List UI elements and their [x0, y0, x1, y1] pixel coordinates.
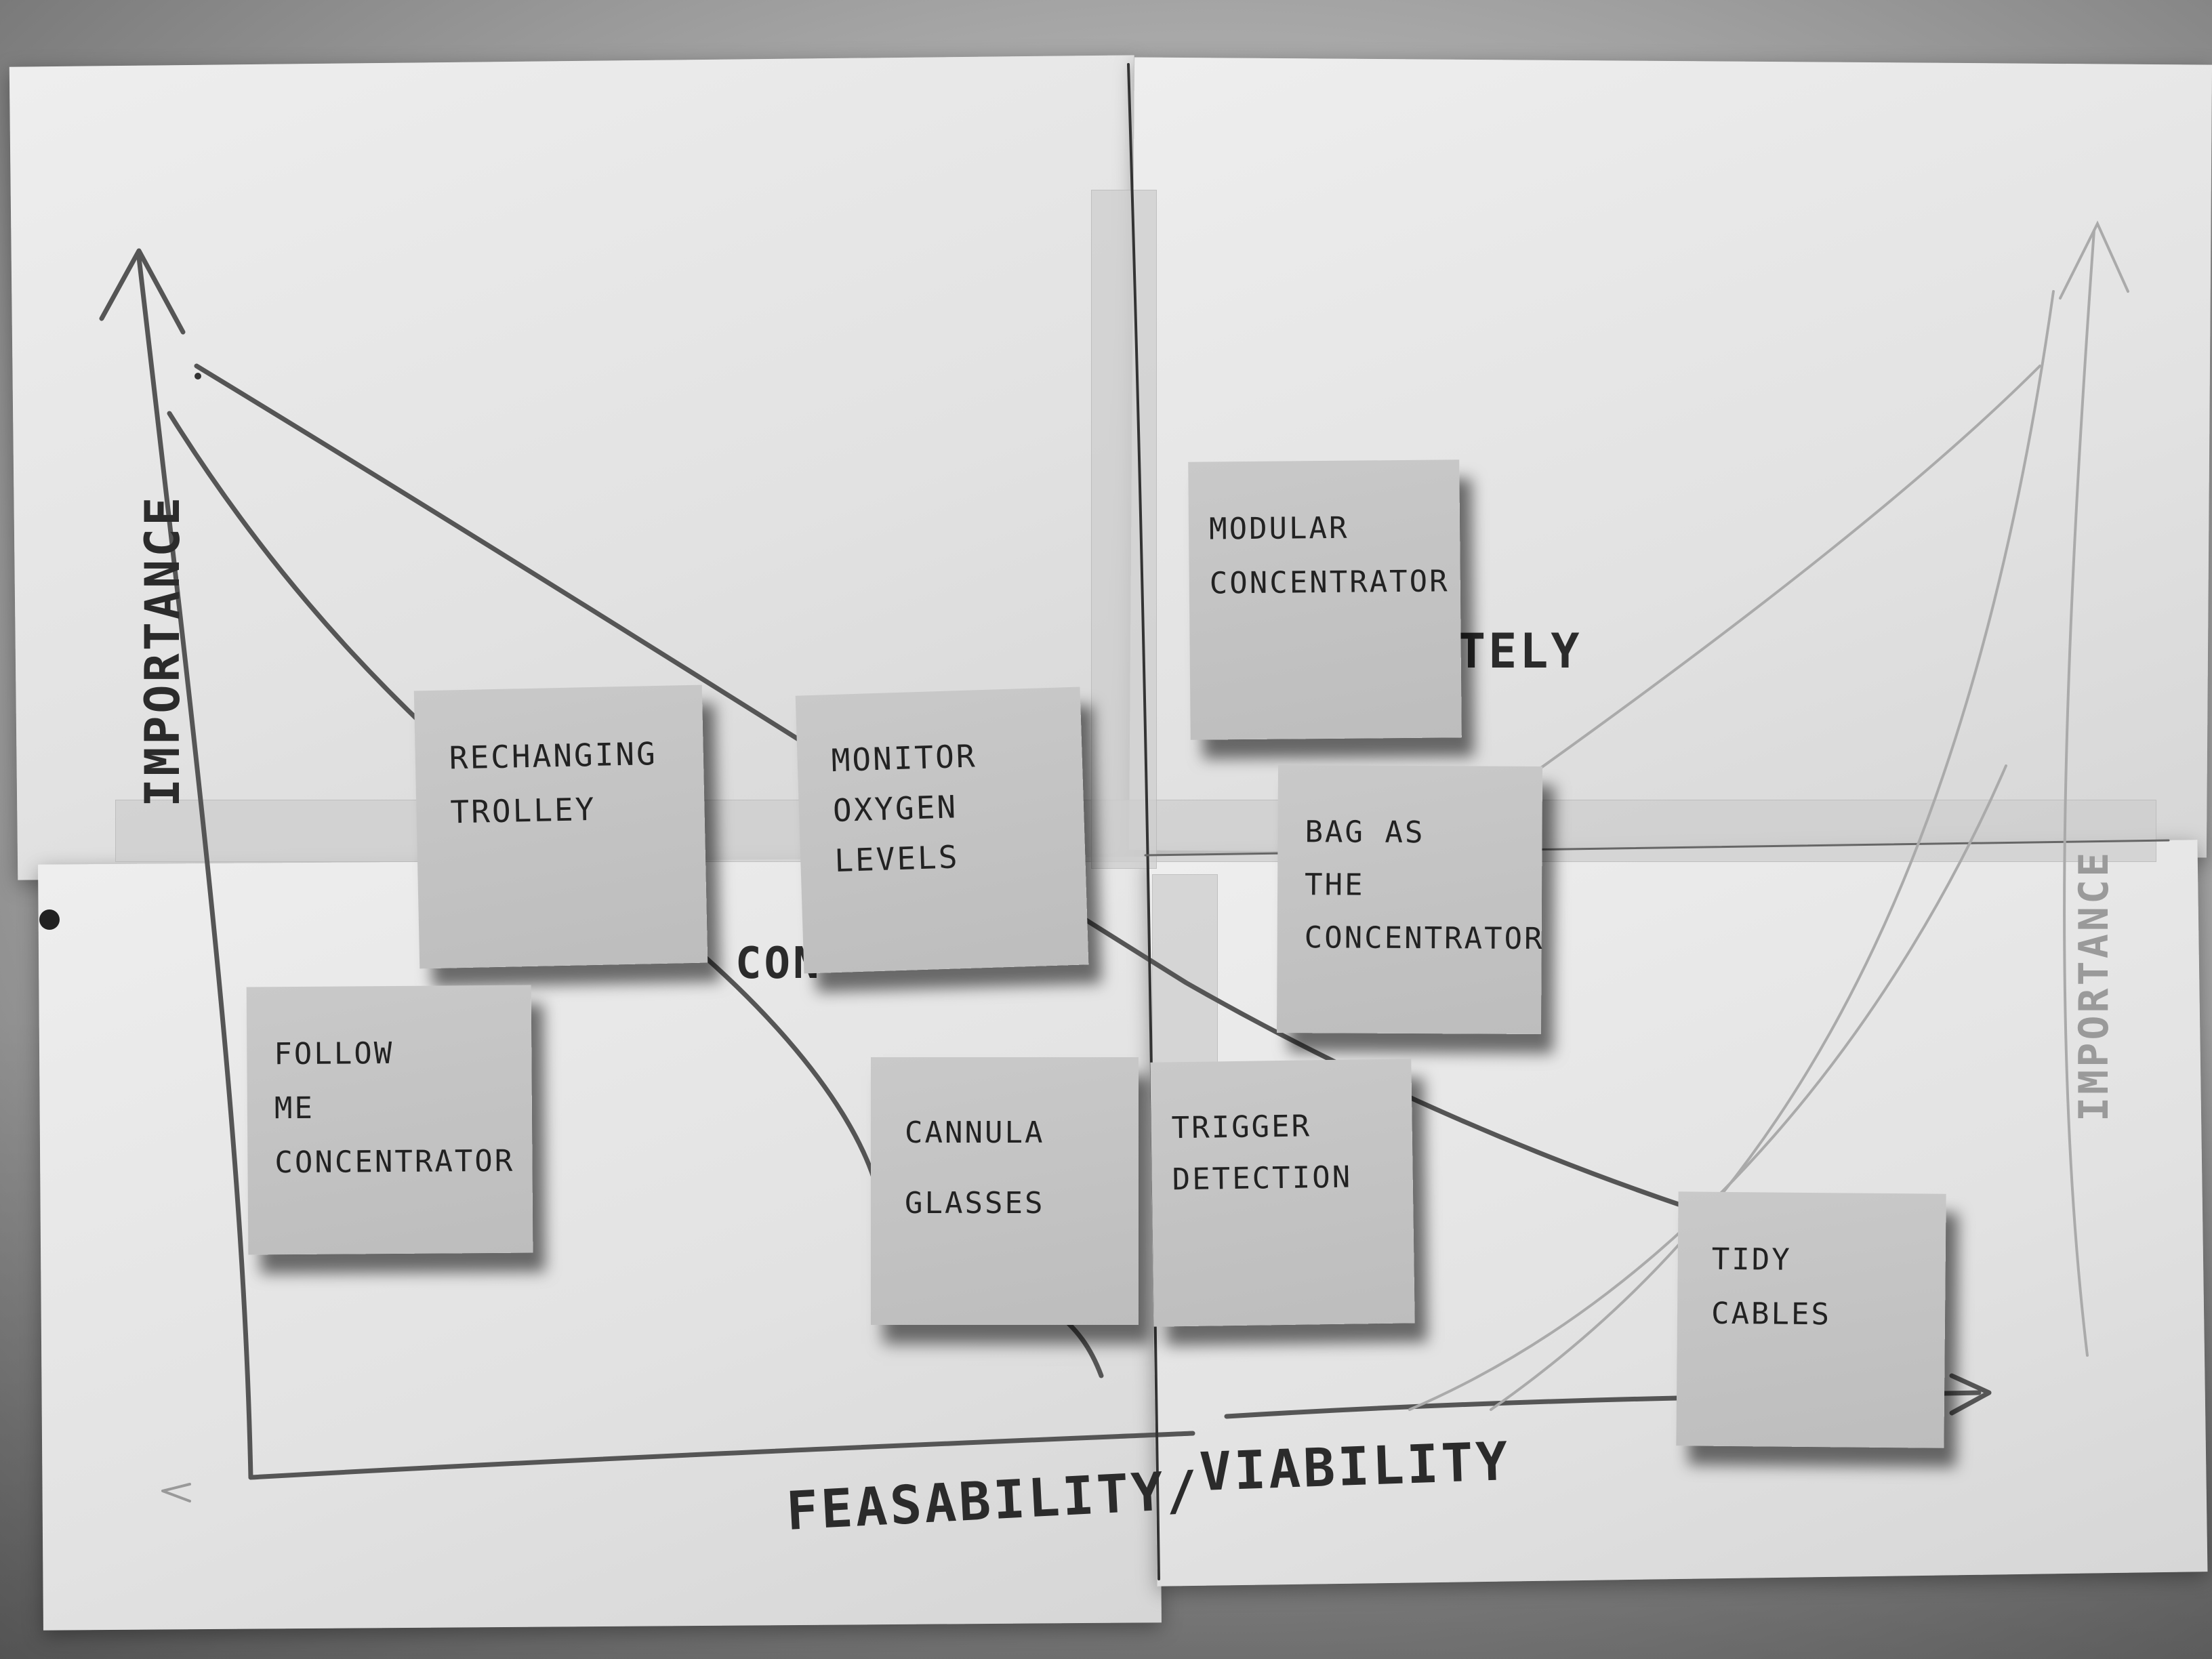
sticky-note-tidy-cables[interactable]: TIDY CABLES	[1676, 1191, 1946, 1448]
sticky-note-bag-as-the-concentrator[interactable]: BAG AS THE CONCENTRATOR	[1276, 764, 1544, 1035]
y-axis-label-right: IMPORTANCE	[2070, 849, 2118, 1122]
x-axis-label-right: VIABILITY	[1198, 1431, 1512, 1503]
sticky-note-text: FOLLOW ME CONCENTRATOR	[274, 1036, 515, 1181]
tape-vertical-upper	[1091, 190, 1157, 869]
sticky-note-text: TIDY CABLES	[1711, 1242, 1832, 1332]
upper-partial-label: TELY	[1457, 623, 1582, 679]
sticky-note-modular-concentrator[interactable]: MODULAR CONCENTRATOR	[1188, 459, 1462, 740]
sticky-note-cannula-glasses[interactable]: CANNULA GLASSES	[871, 1057, 1139, 1325]
y-axis-label-left: IMPORTANCE	[135, 494, 190, 807]
tape-vertical-lower	[1152, 874, 1218, 1079]
sticky-note-monitor-oxygen-levels[interactable]: MONITOR OXYGEN LEVELS	[795, 687, 1089, 974]
sticky-note-text: RECHANGING TROLLEY	[449, 735, 658, 831]
sticky-note-text: CANNULA GLASSES	[905, 1115, 1045, 1221]
sticky-note-text: MODULAR CONCENTRATOR	[1208, 510, 1450, 601]
sticky-note-text: MONITOR OXYGEN LEVELS	[830, 737, 978, 879]
sticky-note-text: BAG AS THE CONCENTRATOR	[1304, 815, 1544, 957]
sticky-note-trigger-detection[interactable]: TRIGGER DETECTION	[1150, 1059, 1415, 1327]
sticky-note-follow-me-concentrator[interactable]: FOLLOW ME CONCENTRATOR	[246, 985, 533, 1255]
sticky-note-recharging-trolley[interactable]: RECHANGING TROLLEY	[413, 684, 708, 969]
sticky-note-text: TRIGGER DETECTION	[1171, 1109, 1353, 1197]
wall-pin	[39, 909, 60, 930]
